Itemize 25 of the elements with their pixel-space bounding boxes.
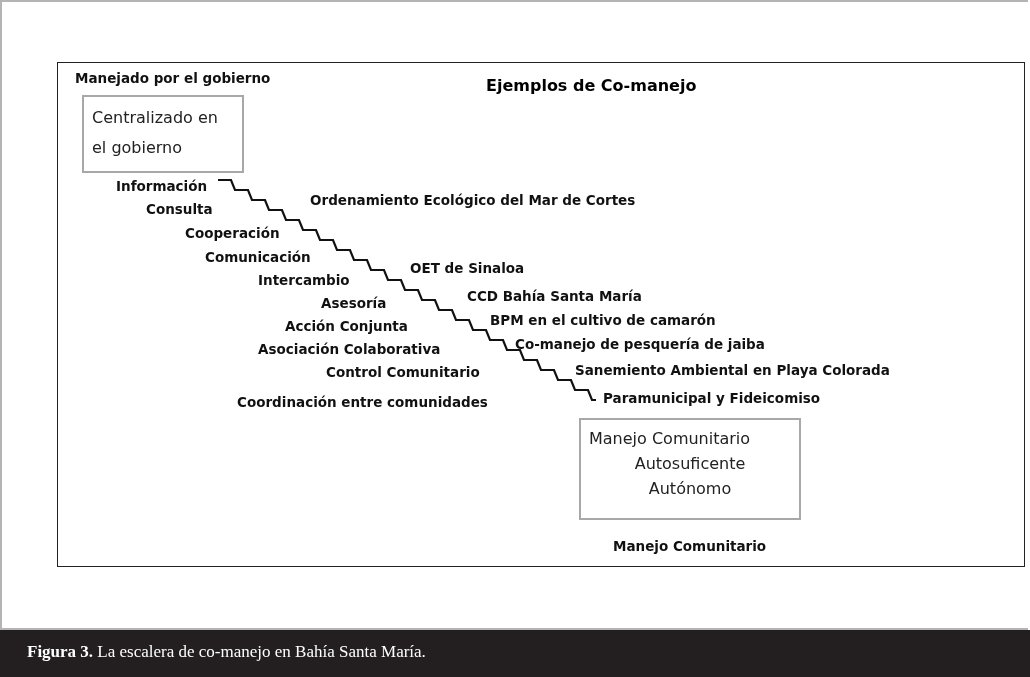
box-text: Autónomo <box>647 478 733 500</box>
step-label: Cooperación <box>185 225 280 241</box>
step-label: Asesoría <box>321 295 387 311</box>
step-label: Control Comunitario <box>326 364 480 380</box>
step-label: Intercambio <box>258 272 350 288</box>
example-label: Sanemiento Ambiental en Playa Colorada <box>575 362 890 378</box>
box-text: Manejo Comunitario <box>589 428 752 450</box>
example-label: Ordenamiento Ecológico del Mar de Cortes <box>310 192 636 208</box>
stage-box <box>579 418 801 520</box>
step-label: Información <box>116 178 208 194</box>
example-label: BPM en el cultivo de camarón <box>490 312 716 328</box>
step-label: Consulta <box>146 201 213 217</box>
box-text: Autosuficente <box>633 453 747 475</box>
diagram-title: Ejemplos de Co-manejo <box>486 76 697 95</box>
step-label: Asociación Colaborativa <box>258 341 441 357</box>
axis-heading: Manejo Comunitario <box>613 538 767 554</box>
box-text: Centralizado en el gobierno <box>92 107 219 159</box>
example-label: OET de Sinaloa <box>410 260 525 276</box>
step-label: Acción Conjunta <box>285 318 408 334</box>
step-label: Coordinación entre comunidades <box>237 394 488 410</box>
stage-box <box>82 95 244 173</box>
example-label: Co-manejo de pesquería de jaiba <box>515 336 765 352</box>
figure-caption: Figura 3. La escalera de co-manejo en Bahía Santa María. <box>27 642 426 662</box>
step-label: Comunicación <box>205 249 311 265</box>
example-label: CCD Bahía Santa María <box>467 288 642 304</box>
